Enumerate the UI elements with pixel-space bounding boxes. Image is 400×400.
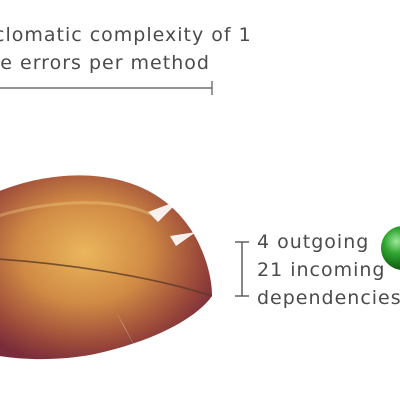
leaf-glyph [0,175,213,360]
metrics-annotation-line-1: clomatic complexity of 1 [0,24,252,46]
dependency-incoming-label: 21 incoming [257,259,386,281]
dependency-outgoing-label: 4 outgoing [257,231,370,253]
leaf-highlight [0,201,151,218]
leaf-vein [0,258,213,297]
leaf-notch-lower [116,312,140,356]
leaf-body [0,175,212,360]
dependency-caption: dependencies [257,287,400,309]
metrics-span-bracket [0,81,213,95]
leaf-notch-upper [148,200,180,222]
green-ball-icon [381,226,400,270]
leaf-notch-right [170,232,196,246]
dependency-bracket [235,241,249,297]
metrics-annotation-line-2: le errors per method [0,52,210,74]
